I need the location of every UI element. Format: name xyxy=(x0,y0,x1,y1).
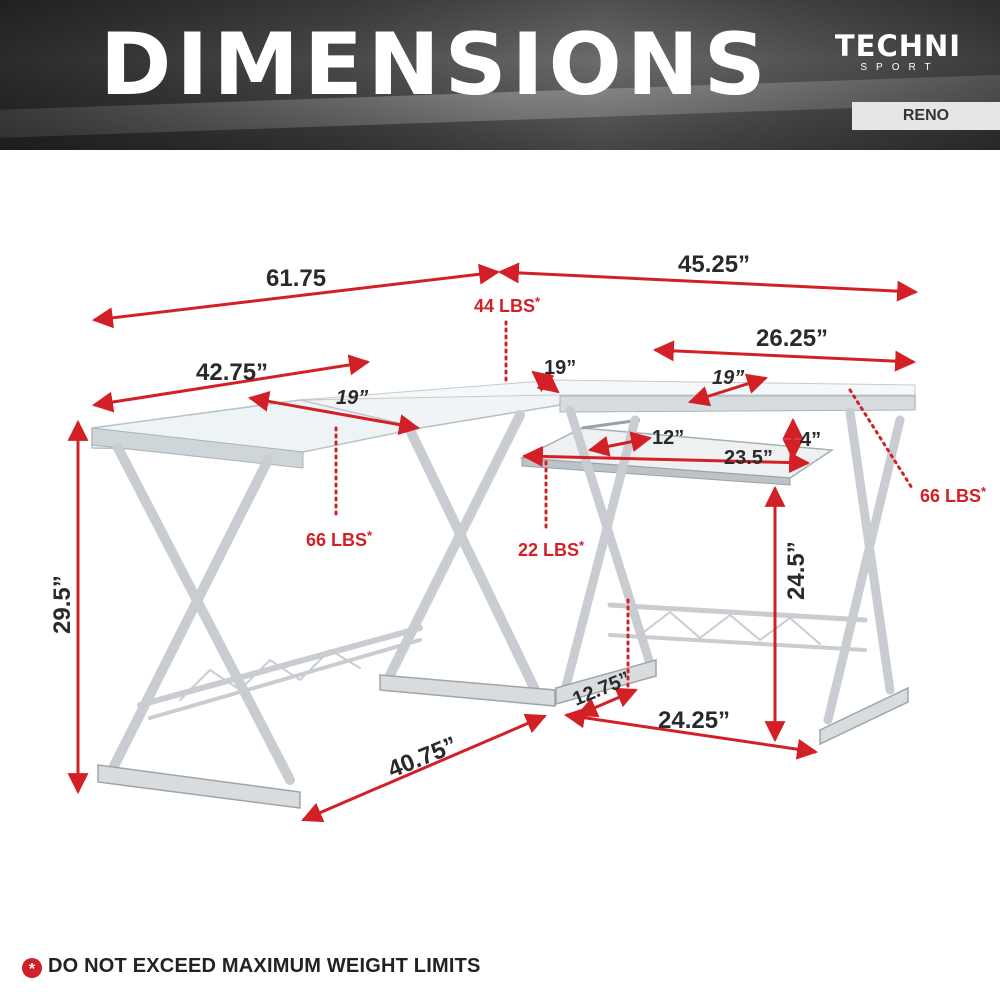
dim-total-width-right: 45.25” xyxy=(678,251,750,278)
weight-right: 66 LBS* xyxy=(920,484,987,506)
dim-keyboard-tray-width: 23.5” xyxy=(724,447,773,469)
weight-limit-note: DO NOT EXCEED MAXIMUM WEIGHT LIMITS xyxy=(48,955,481,977)
model-badge: RENO xyxy=(852,102,1000,130)
left-feet xyxy=(97,674,556,809)
page-title: DIMENSIONS xyxy=(100,15,771,115)
weight-leaders xyxy=(334,320,914,688)
dim-tray-height: 24.5” xyxy=(783,541,810,600)
weight-corner: 44 LBS* xyxy=(474,294,541,316)
dim-left-depth: 19” xyxy=(336,387,368,409)
weight-left: 66 LBS* xyxy=(306,528,373,550)
brand-sub: SPORT xyxy=(860,62,940,73)
dim-tray-drop: 4” xyxy=(800,429,821,451)
brand-name: TECHNI xyxy=(834,29,962,63)
dim-bottom-right-width: 24.25” xyxy=(658,707,730,734)
dim-right-desk-width: 26.25” xyxy=(756,325,828,352)
brand-logo: TECHNI SPORT xyxy=(818,29,978,74)
header-banner: DIMENSIONS TECHNI SPORT RENO xyxy=(0,0,1000,150)
dimension-lines xyxy=(67,262,919,823)
weight-tray: 22 LBS* xyxy=(518,538,585,560)
asterisk-icon: * xyxy=(22,958,42,978)
dim-bottom-left-width: 40.75” xyxy=(384,732,461,784)
left-frame xyxy=(107,410,545,785)
dim-keyboard-tray-depth: 12” xyxy=(652,427,684,449)
dim-right-depth: 19” xyxy=(712,367,744,389)
dim-corner-depth: 19” xyxy=(544,357,576,379)
dim-height: 29.5” xyxy=(49,575,76,634)
dim-left-top-width: 42.75” xyxy=(196,359,268,386)
dim-total-width-left: 61.75 xyxy=(266,265,326,292)
